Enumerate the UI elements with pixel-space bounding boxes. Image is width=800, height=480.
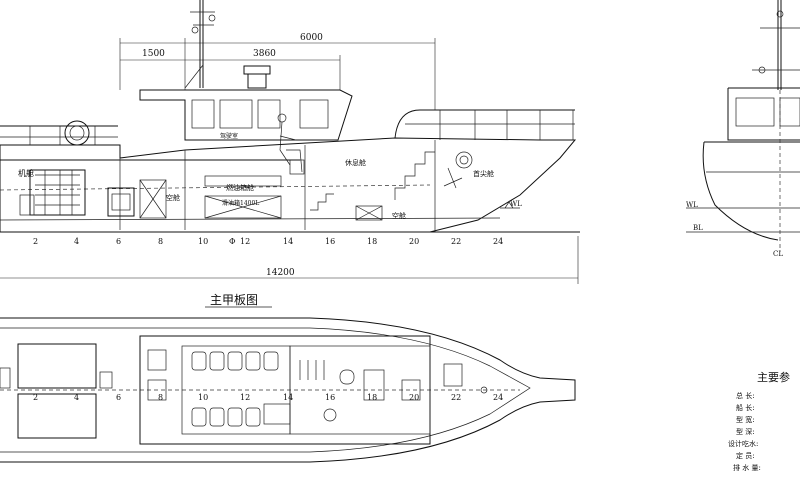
frame-number: 6: [116, 237, 121, 246]
frame-number: 10: [198, 393, 208, 402]
overall-length-dimension: 14200: [0, 236, 579, 284]
frame-number: 18: [367, 237, 377, 246]
frame-number: 14: [283, 393, 293, 402]
plan-frame-numbers: 2 4 6 8 10 12 14 16 18 20 22 24: [33, 393, 503, 402]
end-view: WL BL CL: [686, 0, 800, 258]
frame-number: 16: [325, 237, 335, 246]
frame-number: 24: [493, 393, 503, 402]
frame-number: 16: [325, 393, 335, 402]
label-fuel-tank: 燃油箱舱: [226, 183, 254, 192]
particulars-row: 总 长:: [736, 391, 755, 400]
label-wl-profile: WL: [510, 200, 522, 208]
label-cl: CL: [773, 250, 783, 258]
label-wheelhouse: 驾驶室: [220, 132, 238, 140]
frame-number: 8: [158, 393, 163, 402]
label-wl-end: WL: [686, 201, 698, 209]
deck-plan: 主甲板图: [0, 293, 576, 463]
plan-title: 主甲板图: [210, 293, 258, 307]
dim-3860: 3860: [253, 49, 276, 59]
seats: [191, 351, 291, 427]
frame-number: 2: [33, 237, 38, 246]
waterline-marker: WL: [500, 200, 522, 209]
engine: [19, 169, 135, 217]
particulars-row: 定 员:: [736, 451, 755, 460]
frame-number: 10: [198, 237, 208, 246]
phi-symbol: Φ: [229, 237, 236, 246]
mast: [184, 0, 216, 89]
frame-number: 18: [367, 393, 377, 402]
label-oil-tank: 滑油箱1400L: [222, 199, 259, 207]
bow-railing: [394, 109, 575, 189]
particulars-row: 设计吃水:: [728, 439, 758, 448]
label-void-1: 空舱: [166, 193, 180, 202]
wheelhouse: 驾驶室: [139, 89, 353, 175]
frame-number: 14: [283, 237, 293, 246]
particulars-row: 型 宽:: [736, 415, 755, 424]
frame-number-row: 2 4 6 8 10 12 14 16 18 20 22 24 Φ: [33, 237, 503, 246]
label-bow-cabin: 首尖舱: [473, 169, 494, 178]
particulars-row: 船 长:: [736, 403, 755, 412]
frame-number: 4: [74, 237, 79, 246]
frame-number: 24: [493, 237, 503, 246]
aft-railing: [0, 120, 118, 146]
dim-1500: 1500: [142, 49, 165, 59]
frame-number: 2: [33, 393, 38, 402]
frame-number: 22: [451, 237, 461, 246]
top-dimensions: 1500 3860 6000: [119, 33, 436, 110]
label-void-2: 空舱: [392, 211, 406, 220]
frame-number: 12: [240, 237, 250, 246]
tanks: [139, 175, 383, 221]
frame-number: 8: [158, 237, 163, 246]
dim-6000: 6000: [300, 33, 323, 43]
particulars-row: 型 深:: [736, 427, 755, 436]
radar-antenna: [243, 65, 271, 89]
frame-number: 6: [116, 393, 121, 402]
dim-14200: 14200: [266, 268, 295, 278]
frame-number: 20: [409, 393, 419, 402]
frame-number: 12: [240, 393, 250, 402]
frame-number: 22: [451, 393, 461, 402]
profile-view: 1500 3860 6000 驾驶室: [0, 0, 580, 284]
particulars-row: 排 水 量:: [733, 463, 761, 472]
frame-number: 20: [409, 237, 419, 246]
frame-number: 4: [74, 393, 79, 402]
hull-profile: [0, 137, 577, 233]
label-bl: BL: [693, 224, 703, 232]
main-particulars: 主要参 总 长: 船 长: 型 宽: 型 深: 设计吃水: 定 员: 排 水 量…: [728, 370, 790, 472]
label-rest-cabin: 休息舱: [345, 158, 366, 167]
particulars-title: 主要参: [757, 370, 790, 384]
label-engine-room: 机舱: [18, 168, 34, 178]
